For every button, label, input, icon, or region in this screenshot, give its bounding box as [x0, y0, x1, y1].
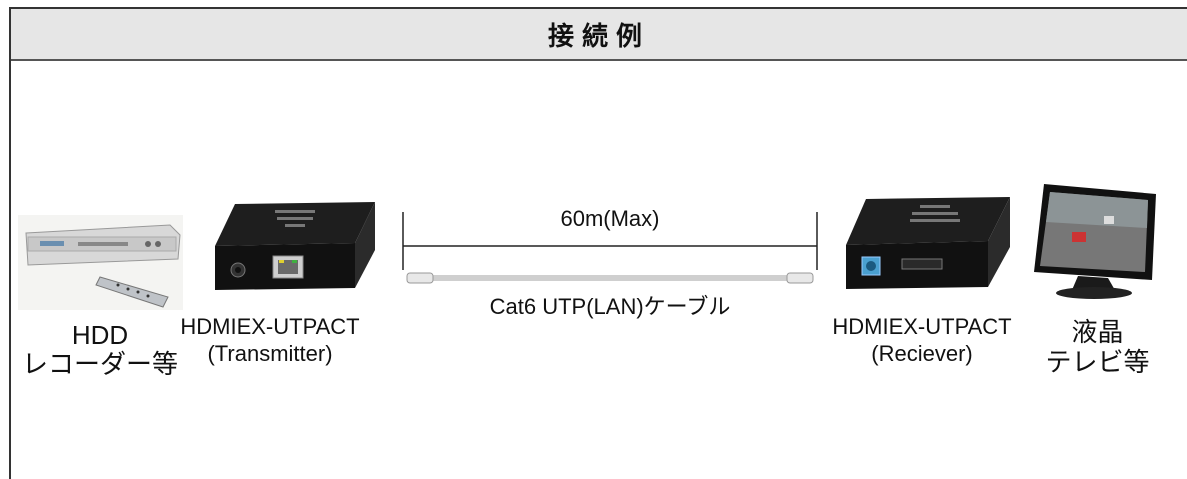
- receiver-model-label: HDMIEX-UTPACT: [832, 314, 1012, 339]
- transmitter-role-label: (Transmitter): [207, 341, 333, 366]
- cable-distance-label: 60m(Max): [560, 206, 660, 231]
- source-device-sublabel: レコーダー等: [21, 349, 178, 379]
- diagram-frame: [9, 7, 1187, 479]
- hdd-recorder-image: [18, 215, 183, 310]
- receiver-device-image: [846, 197, 1010, 289]
- page-title: 接続例: [547, 21, 650, 52]
- source-device-label: HDD: [71, 320, 129, 350]
- transmitter-model-label: HDMIEX-UTPACT: [180, 314, 360, 339]
- cable-type-label: Cat6 UTP(LAN)ケーブル: [489, 294, 731, 319]
- cable-diagram: [402, 212, 818, 284]
- header-bar: 接続例: [11, 9, 1187, 61]
- display-device-label: 液晶: [1071, 317, 1124, 347]
- receiver-role-label: (Reciever): [871, 341, 973, 366]
- lcd-monitor-image: [1034, 184, 1156, 299]
- display-device-sublabel: テレビ等: [1045, 347, 1150, 377]
- transmitter-device-image: [215, 202, 375, 290]
